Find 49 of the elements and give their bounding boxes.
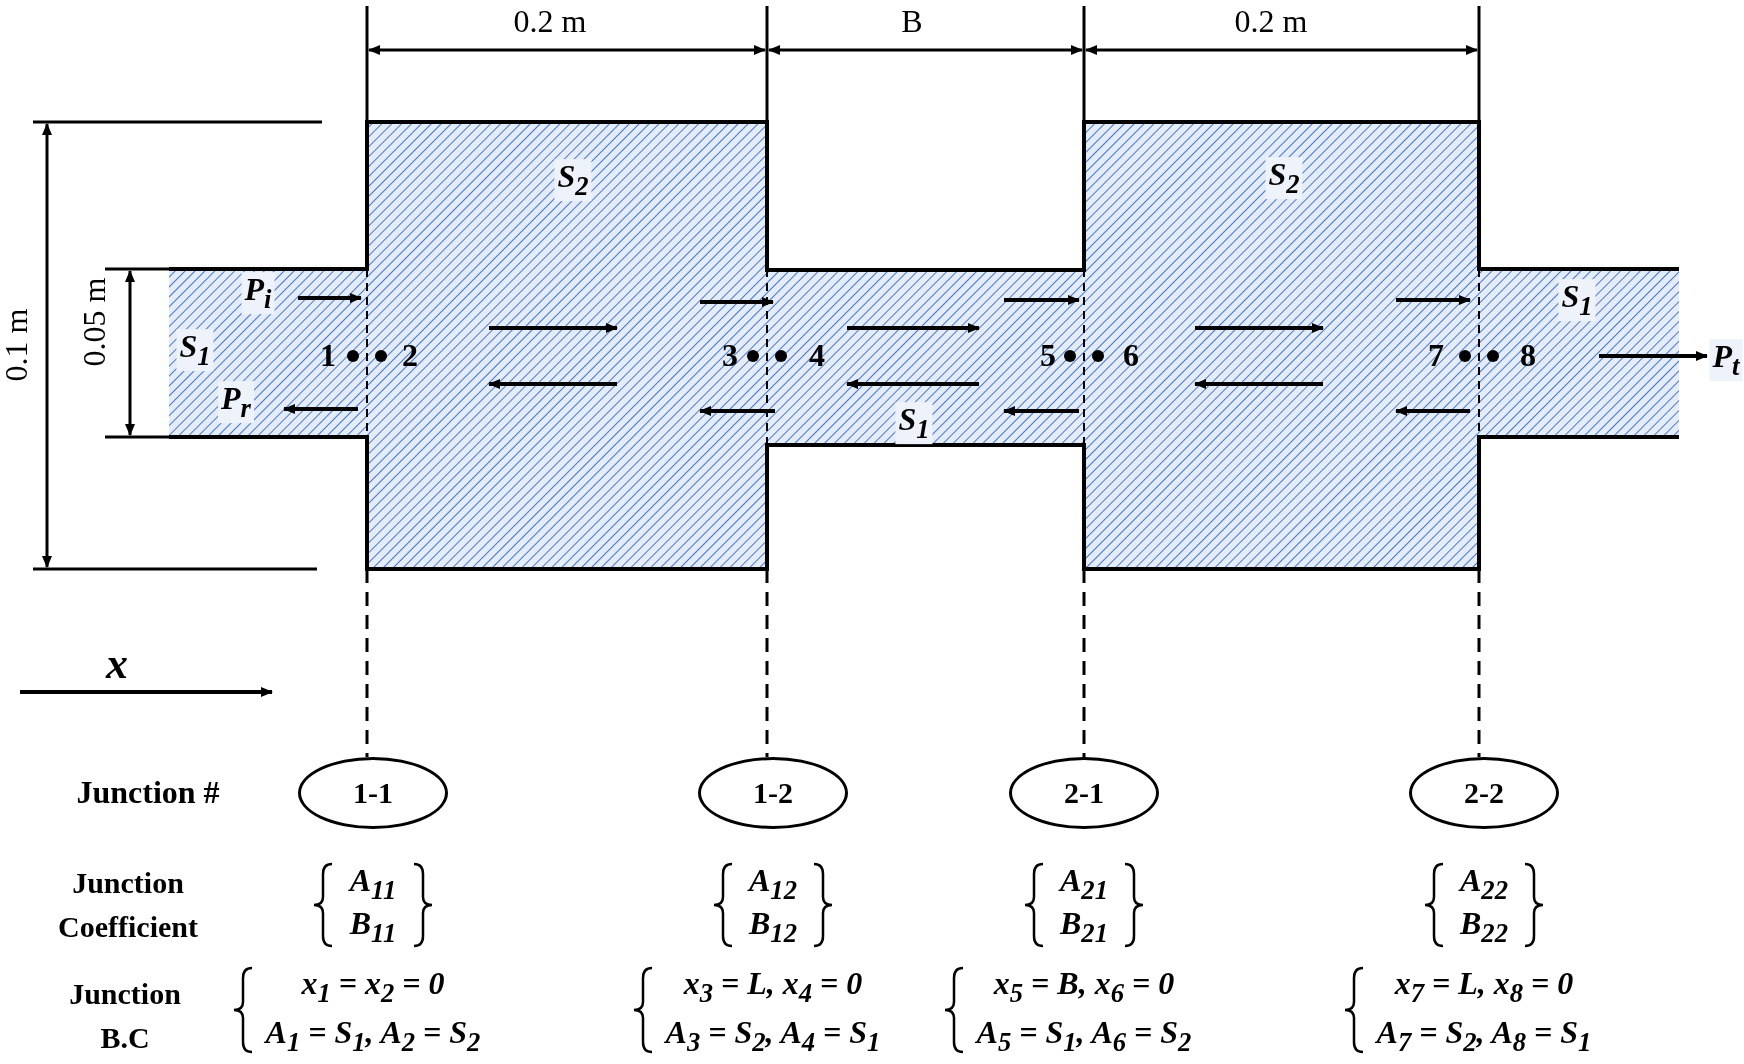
wave-label: P$_{r}$ <box>218 381 254 423</box>
coefficient-symbol: B$_{11}$ <box>349 906 397 948</box>
equation: x$_{1}$ = x$_{2}$ = 0 <box>301 966 445 1008</box>
section-line <box>1082 569 1086 757</box>
junction-number: 2-1 <box>1064 776 1104 810</box>
section-line <box>1477 569 1481 757</box>
row-label: Junction Coefficient <box>57 864 199 944</box>
point-number: 5 <box>1040 338 1056 374</box>
dimension-text: B <box>901 4 923 40</box>
coefficient-symbol: B$_{22}$ <box>1460 906 1508 948</box>
area-label: S$_{1}$ <box>176 329 214 371</box>
equation: x$_{3}$ = L, x$_{4}$ = 0 <box>683 966 863 1008</box>
coefficient-symbol: A$_{11}$ <box>349 863 397 905</box>
point-number: 3 <box>722 338 738 374</box>
wave-label: P$_{t}$ <box>1709 339 1743 381</box>
point-number: 8 <box>1520 338 1536 374</box>
equation: x$_{7}$ = L, x$_{8}$ = 0 <box>1394 966 1574 1008</box>
junction-number: 1-1 <box>353 776 393 810</box>
point-number: 7 <box>1428 338 1444 374</box>
equation: x$_{5}$ = B, x$_{6}$ = 0 <box>993 966 1175 1008</box>
coefficient-symbol: B$_{12}$ <box>749 906 797 948</box>
point-number: 4 <box>809 338 825 374</box>
equation: A$_{7}$ = S$_{2}$, A$_{8}$ = S$_{1}$ <box>1376 1015 1592 1057</box>
area-label: S$_{2}$ <box>554 159 592 201</box>
coefficient-symbol: B$_{21}$ <box>1060 906 1108 948</box>
row-label: Junction # <box>76 775 220 811</box>
axis-label: x <box>106 639 128 689</box>
area-label: S$_{1}$ <box>895 402 933 444</box>
muffler-drawing <box>167 120 1681 571</box>
row-label: Junction B.C <box>68 975 182 1055</box>
section-line <box>365 569 369 757</box>
area-label: S$_{2}$ <box>1265 157 1303 199</box>
junction-number: 2-2 <box>1464 776 1504 810</box>
section-line <box>765 569 769 757</box>
equation: A$_{1}$ = S$_{1}$, A$_{2}$ = S$_{2}$ <box>265 1015 481 1057</box>
dimension-text: 0.1 m <box>0 308 35 382</box>
coefficient-symbol: A$_{12}$ <box>749 863 797 905</box>
point-number: 1 <box>320 338 336 374</box>
point-number: 6 <box>1123 338 1139 374</box>
dimension-text: 0.2 m <box>1234 4 1308 40</box>
dimension-text: 0.2 m <box>513 4 587 40</box>
wave-label: P$_{i}$ <box>241 272 275 314</box>
coefficient-symbol: A$_{22}$ <box>1460 863 1508 905</box>
equation: A$_{5}$ = S$_{1}$, A$_{6}$ = S$_{2}$ <box>976 1015 1192 1057</box>
junction-number: 1-2 <box>753 776 793 810</box>
area-label: S$_{1}$ <box>1558 279 1596 321</box>
equation: A$_{3}$ = S$_{2}$, A$_{4}$ = S$_{1}$ <box>665 1015 881 1057</box>
dimension-text: 0.05 m <box>77 277 113 367</box>
coefficient-symbol: A$_{21}$ <box>1060 863 1108 905</box>
